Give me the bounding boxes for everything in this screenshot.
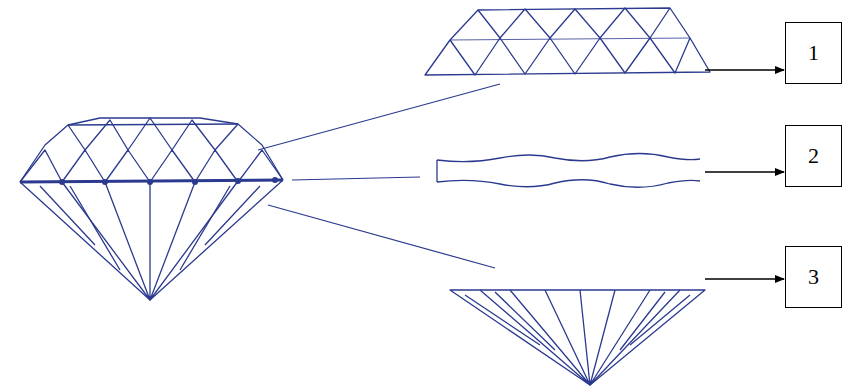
callout-number: 1 xyxy=(808,41,819,65)
pavilion-part xyxy=(450,290,705,385)
leader-lines xyxy=(258,84,500,268)
callout-box: 3 xyxy=(785,246,842,308)
callout-number: 2 xyxy=(808,144,819,168)
whole-diamond xyxy=(20,118,283,300)
callout-box: 2 xyxy=(785,125,842,187)
girdle-part xyxy=(437,154,700,188)
callout-box: 1 xyxy=(785,22,842,84)
callout-arrows xyxy=(705,70,784,279)
callout-number: 3 xyxy=(808,265,819,289)
crown-part xyxy=(425,8,710,75)
